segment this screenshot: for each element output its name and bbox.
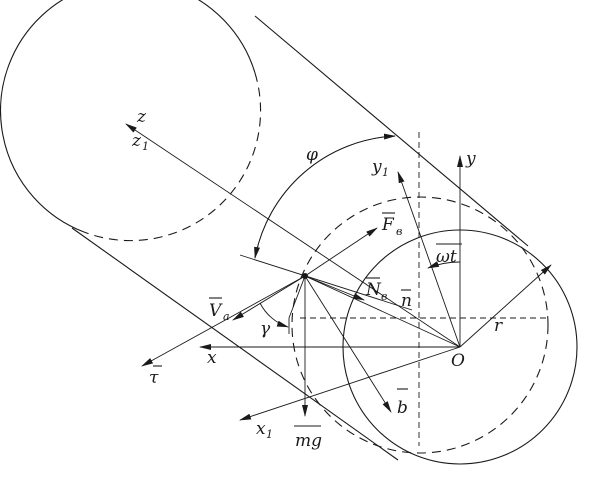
label-y: y (465, 149, 476, 169)
label-z1: z (131, 131, 142, 151)
label-n: n (401, 291, 412, 311)
label-N: N (365, 280, 382, 300)
phi-reference-line (239, 254, 413, 311)
gamma-angle-arc (259, 302, 289, 328)
cylinder-bottom-tangent (71, 227, 399, 461)
label-gamma: γ (260, 319, 271, 339)
label-x1-sub: 1 (266, 428, 273, 441)
z-axis (125, 123, 461, 348)
label-omega-t: ωt (436, 247, 457, 267)
tau-vector (141, 275, 306, 367)
label-F-sub: в (396, 225, 402, 238)
label-z: z (136, 107, 147, 127)
label-r: r (494, 316, 503, 336)
radial-line-to-point (304, 275, 461, 348)
gamma-ref-line (288, 275, 306, 319)
label-V-sub: a (223, 310, 230, 323)
x1-axis (239, 346, 461, 421)
label-N-sub: в (381, 290, 387, 303)
radius-line (459, 264, 552, 348)
cylinder-top-tangent (254, 15, 529, 247)
label-mg: mg (295, 431, 322, 451)
label-x: x (207, 348, 217, 368)
phi-angle-arc-start (254, 133, 396, 259)
label-y1: y (371, 157, 382, 177)
y1-axis (397, 171, 461, 348)
label-tau: τ (149, 368, 159, 388)
label-y1-sub: 1 (382, 166, 389, 179)
label-b: b (397, 398, 408, 418)
label-z1-sub: 1 (142, 140, 149, 153)
force-F-vector (304, 227, 378, 277)
normal-N-vector (304, 275, 365, 301)
back-circle-dashed-arc (83, 72, 262, 242)
back-circle-solid-arc (0, 0, 256, 233)
binormal-b-vector (304, 275, 392, 413)
velocity-V-vector (232, 275, 306, 321)
omega-t-arc (427, 261, 461, 269)
label-phi: φ (306, 145, 318, 165)
label-F: F (381, 215, 395, 235)
front-dashed-circle (291, 196, 549, 454)
label-V: V (209, 301, 223, 321)
label-O: O (451, 351, 465, 371)
label-x1: x (256, 419, 266, 439)
